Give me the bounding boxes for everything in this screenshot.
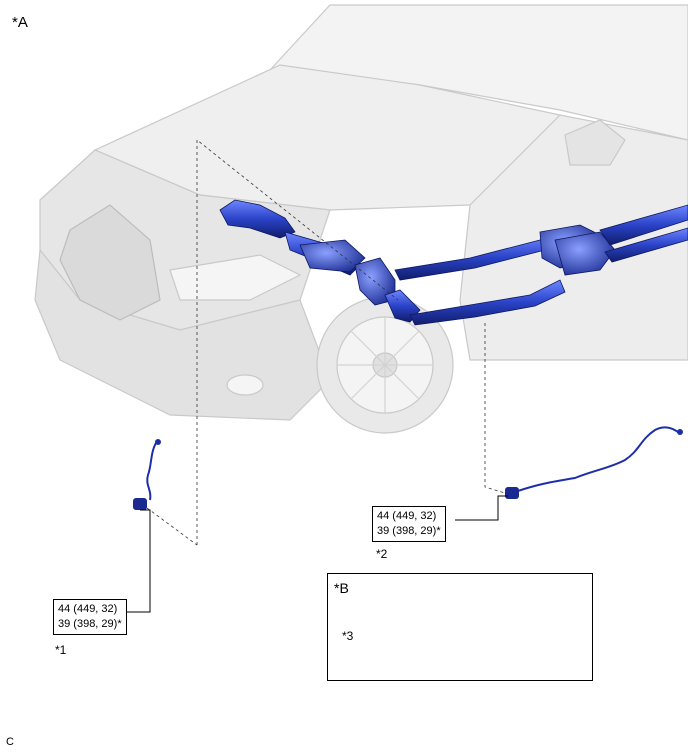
callout-3-label: *3 [342, 629, 354, 643]
sensor-2 [505, 426, 683, 499]
torque-spec-2-line1: 44 (449, 32) [377, 510, 437, 522]
torque-spec-2-line2: 39 (398, 29)* [377, 525, 441, 537]
callout-1-label: *1 [55, 643, 67, 657]
torque-spec-box-2: 44 (449, 32) 39 (398, 29)* [372, 506, 446, 542]
view-label-b: *B [334, 580, 349, 596]
torque-spec-box-1: 44 (449, 32) 39 (398, 29)* [53, 599, 127, 635]
torque-spec-1-line2: 39 (398, 29)* [58, 618, 122, 630]
locator-lines [146, 139, 506, 546]
callout-2-label: *2 [376, 547, 388, 561]
view-label-a: *A [12, 14, 28, 31]
footer-code: C [6, 736, 14, 748]
inset-view-b: *B [327, 573, 593, 681]
exhaust-system [219, 199, 688, 326]
car-body [34, 4, 688, 434]
torque-spec-1-line1: 44 (449, 32) [58, 603, 118, 615]
sensor-1 [133, 439, 161, 510]
